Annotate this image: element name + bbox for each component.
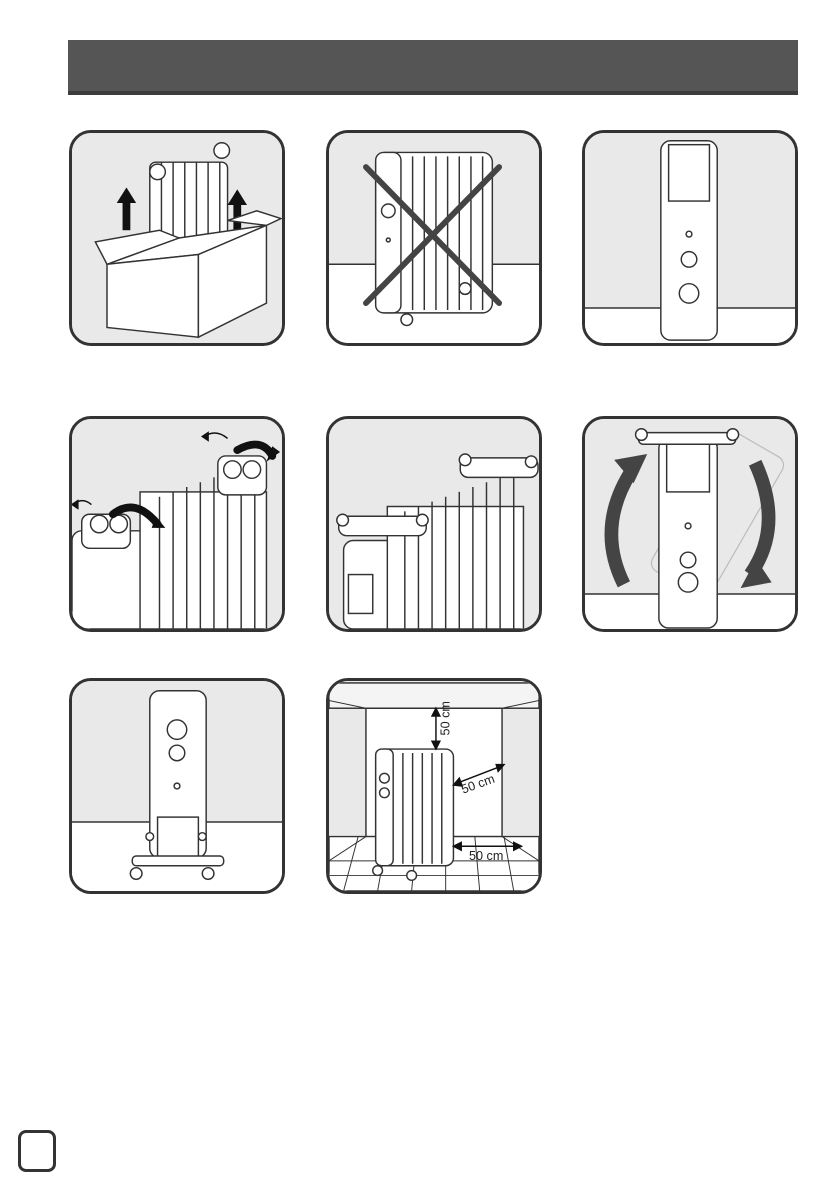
feet-mounted-illustration	[329, 419, 539, 629]
figure-no-lying	[326, 130, 542, 346]
figure-turn-upright	[582, 416, 798, 632]
page-marker	[18, 1130, 56, 1172]
heater-upside-down-illustration	[585, 133, 795, 343]
figure-fold-feet	[69, 416, 285, 632]
clearance-top-label: 50 cm	[439, 701, 453, 735]
figure-clearance: 50 cm 50 cm 50 cm	[326, 678, 542, 894]
prohibited-lying-heater-illustration	[329, 133, 539, 343]
heater-standing-illustration	[72, 681, 282, 891]
section-header	[68, 40, 798, 95]
figure-upside-down	[582, 130, 798, 346]
clearance-distances-illustration: 50 cm 50 cm 50 cm	[329, 681, 539, 891]
unpack-box-illustration	[72, 133, 282, 343]
unfold-feet-illustration	[72, 419, 282, 629]
figure-unpack	[69, 130, 285, 346]
figure-feet-mounted	[326, 416, 542, 632]
clearance-floor-label: 50 cm	[469, 849, 503, 863]
figure-standing	[69, 678, 285, 894]
rotate-heater-illustration	[585, 419, 795, 629]
